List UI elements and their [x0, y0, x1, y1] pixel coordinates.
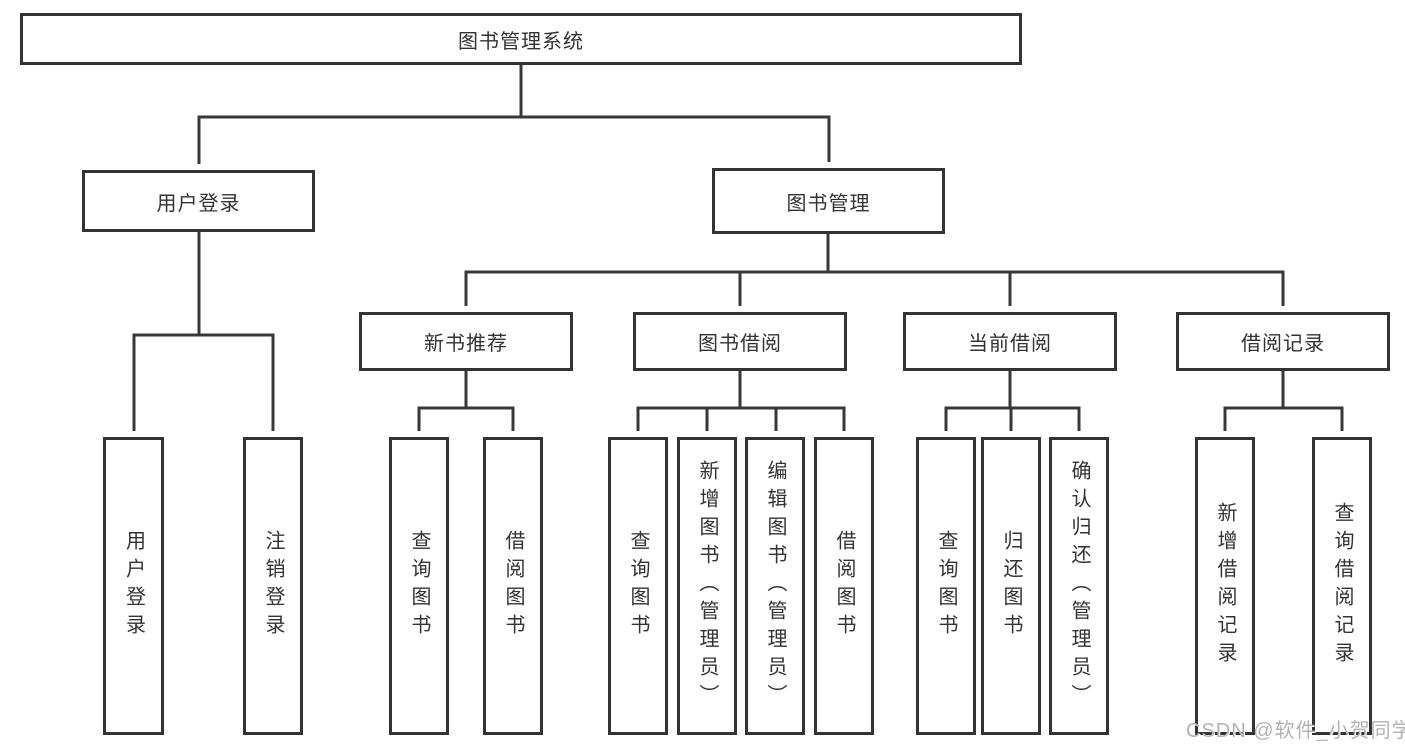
- node-book-management: 图书管理: [712, 168, 945, 234]
- node-label: 图书借阅: [698, 333, 782, 355]
- leaf-label: 借阅图书: [833, 530, 855, 642]
- leaf-label: 查询图书: [627, 530, 649, 642]
- leaf-label: 查询图书: [935, 530, 957, 642]
- node-label: 用户登录: [156, 192, 241, 215]
- node-new-book-recommend: 新书推荐: [359, 312, 573, 371]
- leaf-label: 查询图书: [408, 530, 430, 642]
- csdn-watermark: CSDN @软件_小贺同学: [1186, 720, 1405, 742]
- leaf-label: 借阅图书: [502, 530, 524, 642]
- leaf-query-books-current: 查询图书: [916, 437, 976, 735]
- leaf-label: 归还图书: [1000, 530, 1022, 642]
- node-current-borrow: 当前借阅: [903, 312, 1117, 371]
- leaf-query-books-borrow: 查询图书: [608, 437, 668, 735]
- leaf-return-books: 归还图书: [981, 437, 1041, 735]
- node-label: 当前借阅: [968, 333, 1052, 355]
- leaf-add-books-admin: 新增图书（管理员）: [677, 437, 737, 735]
- leaf-label: 确认归还（管理员）: [1068, 460, 1090, 712]
- leaf-label: 新增借阅记录: [1214, 502, 1236, 670]
- leaf-label: 用户登录: [122, 530, 145, 642]
- leaf-logout: 注销登录: [243, 437, 303, 735]
- leaf-borrow-books-recommend: 借阅图书: [483, 437, 543, 735]
- node-label: 借阅记录: [1241, 333, 1325, 355]
- leaf-query-books-recommend: 查询图书: [389, 437, 449, 735]
- leaf-confirm-return-admin: 确认归还（管理员）: [1049, 437, 1109, 735]
- leaf-query-borrow-record: 查询借阅记录: [1312, 437, 1372, 735]
- leaf-label: 编辑图书（管理员）: [764, 460, 786, 712]
- connector-arrows: [132, 117, 1344, 431]
- leaf-add-borrow-record: 新增借阅记录: [1195, 437, 1255, 735]
- node-user-login: 用户登录: [82, 170, 315, 232]
- leaf-label: 查询借阅记录: [1331, 502, 1353, 670]
- node-library-management-system: 图书管理系统: [20, 13, 1022, 65]
- node-book-borrow: 图书借阅: [633, 312, 847, 371]
- node-label: 新书推荐: [424, 333, 508, 355]
- leaf-edit-books-admin: 编辑图书（管理员）: [745, 437, 805, 735]
- leaf-label: 注销登录: [262, 530, 284, 642]
- node-label: 图书管理: [786, 192, 871, 215]
- node-borrow-records: 借阅记录: [1176, 312, 1390, 371]
- leaf-user-login: 用户登录: [103, 437, 164, 735]
- node-label: 图书管理系统: [458, 30, 584, 53]
- leaf-borrow-books-borrow: 借阅图书: [814, 437, 874, 735]
- leaf-label: 新增图书（管理员）: [696, 460, 718, 712]
